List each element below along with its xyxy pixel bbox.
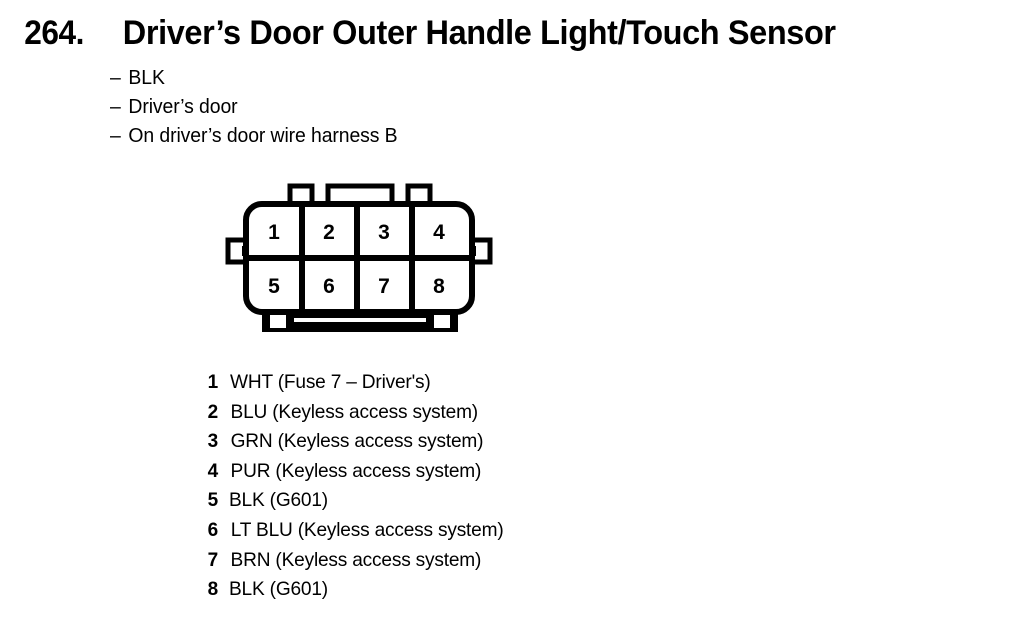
- attribute-label: Driver’s door: [128, 96, 238, 118]
- pin-number-cell: 6: [323, 275, 335, 298]
- pin-legend-number: 3: [207, 431, 219, 453]
- attribute-label: On driver’s door wire harness B: [128, 125, 398, 147]
- pin-number-cell: 4: [433, 221, 445, 244]
- pin-number-cell: 8: [433, 275, 445, 298]
- pin-legend-number: 8: [207, 579, 219, 601]
- pin-legend-description: PUR (Keyless access system): [230, 459, 482, 482]
- attribute-item: –On driver’s door wire harness B: [110, 122, 398, 151]
- pin-legend-number: 5: [207, 490, 219, 512]
- attribute-item: –Driver’s door: [110, 93, 397, 122]
- pin-legend-row: 2 BLU (Keyless access system): [196, 401, 506, 431]
- pin-legend-number: 7: [207, 549, 219, 571]
- entry-number: 264.: [24, 14, 84, 52]
- pin-legend-row: 4 PUR (Keyless access system): [196, 460, 506, 490]
- pin-legend-description: WHT (Fuse 7 – Driver's): [230, 371, 431, 393]
- attribute-list: –BLK –Driver’s door –On driver’s door wi…: [110, 64, 406, 151]
- pin-legend-number: 2: [207, 401, 219, 423]
- connector-illustration: 1 2 3 4 5 6 7 8: [225, 183, 493, 332]
- pin-number-cell: 5: [268, 275, 280, 298]
- page-title: 264. Driver’s Door Outer Handle Light/To…: [22, 14, 853, 53]
- attribute-label: BLK: [128, 67, 165, 89]
- pin-legend-description: BLK (G601): [229, 489, 328, 512]
- pin-legend-description: LT BLU (Keyless access system): [230, 518, 504, 541]
- pin-legend-row: 1 WHT (Fuse 7 – Driver's): [196, 371, 506, 401]
- bullet-dash-icon: –: [110, 67, 121, 89]
- pin-legend-list: 1 WHT (Fuse 7 – Driver's) 2 BLU (Keyless…: [196, 371, 506, 608]
- pin-legend-description: BRN (Keyless access system): [230, 548, 482, 571]
- pin-legend-number: 4: [207, 460, 219, 482]
- attribute-item: –BLK: [110, 64, 397, 93]
- pin-legend-row: 6 LT BLU (Keyless access system): [196, 519, 506, 549]
- pin-number-cell: 3: [378, 221, 390, 244]
- pin-legend-number: 1: [207, 372, 219, 393]
- pin-legend-description: BLU (Keyless access system): [230, 400, 479, 423]
- pin-number-cell: 2: [323, 221, 335, 244]
- pin-legend-row: 3 GRN (Keyless access system): [196, 430, 506, 460]
- pin-legend-row: 7 BRN (Keyless access system): [196, 549, 506, 579]
- bottom-rail-slot: [294, 318, 426, 322]
- bullet-dash-icon: –: [110, 96, 121, 118]
- connector-diagram: 1 2 3 4 5 6 7 8: [224, 182, 494, 334]
- bottom-rail-foot-right: [434, 315, 450, 328]
- pin-number-cell: 7: [378, 275, 390, 298]
- pin-legend-row: 8 BLK (G601): [196, 578, 506, 608]
- pin-legend-description: BLK (G601): [229, 578, 328, 601]
- pin-number-cell: 1: [268, 221, 280, 244]
- pin-legend-description: GRN (Keyless access system): [230, 430, 484, 453]
- entry-title: Driver’s Door Outer Handle Light/Touch S…: [122, 14, 836, 52]
- bottom-rail-foot-left: [270, 315, 286, 328]
- bullet-dash-icon: –: [110, 125, 121, 147]
- pin-legend-row: 5 BLK (G601): [196, 489, 506, 519]
- pin-legend-number: 6: [207, 519, 219, 541]
